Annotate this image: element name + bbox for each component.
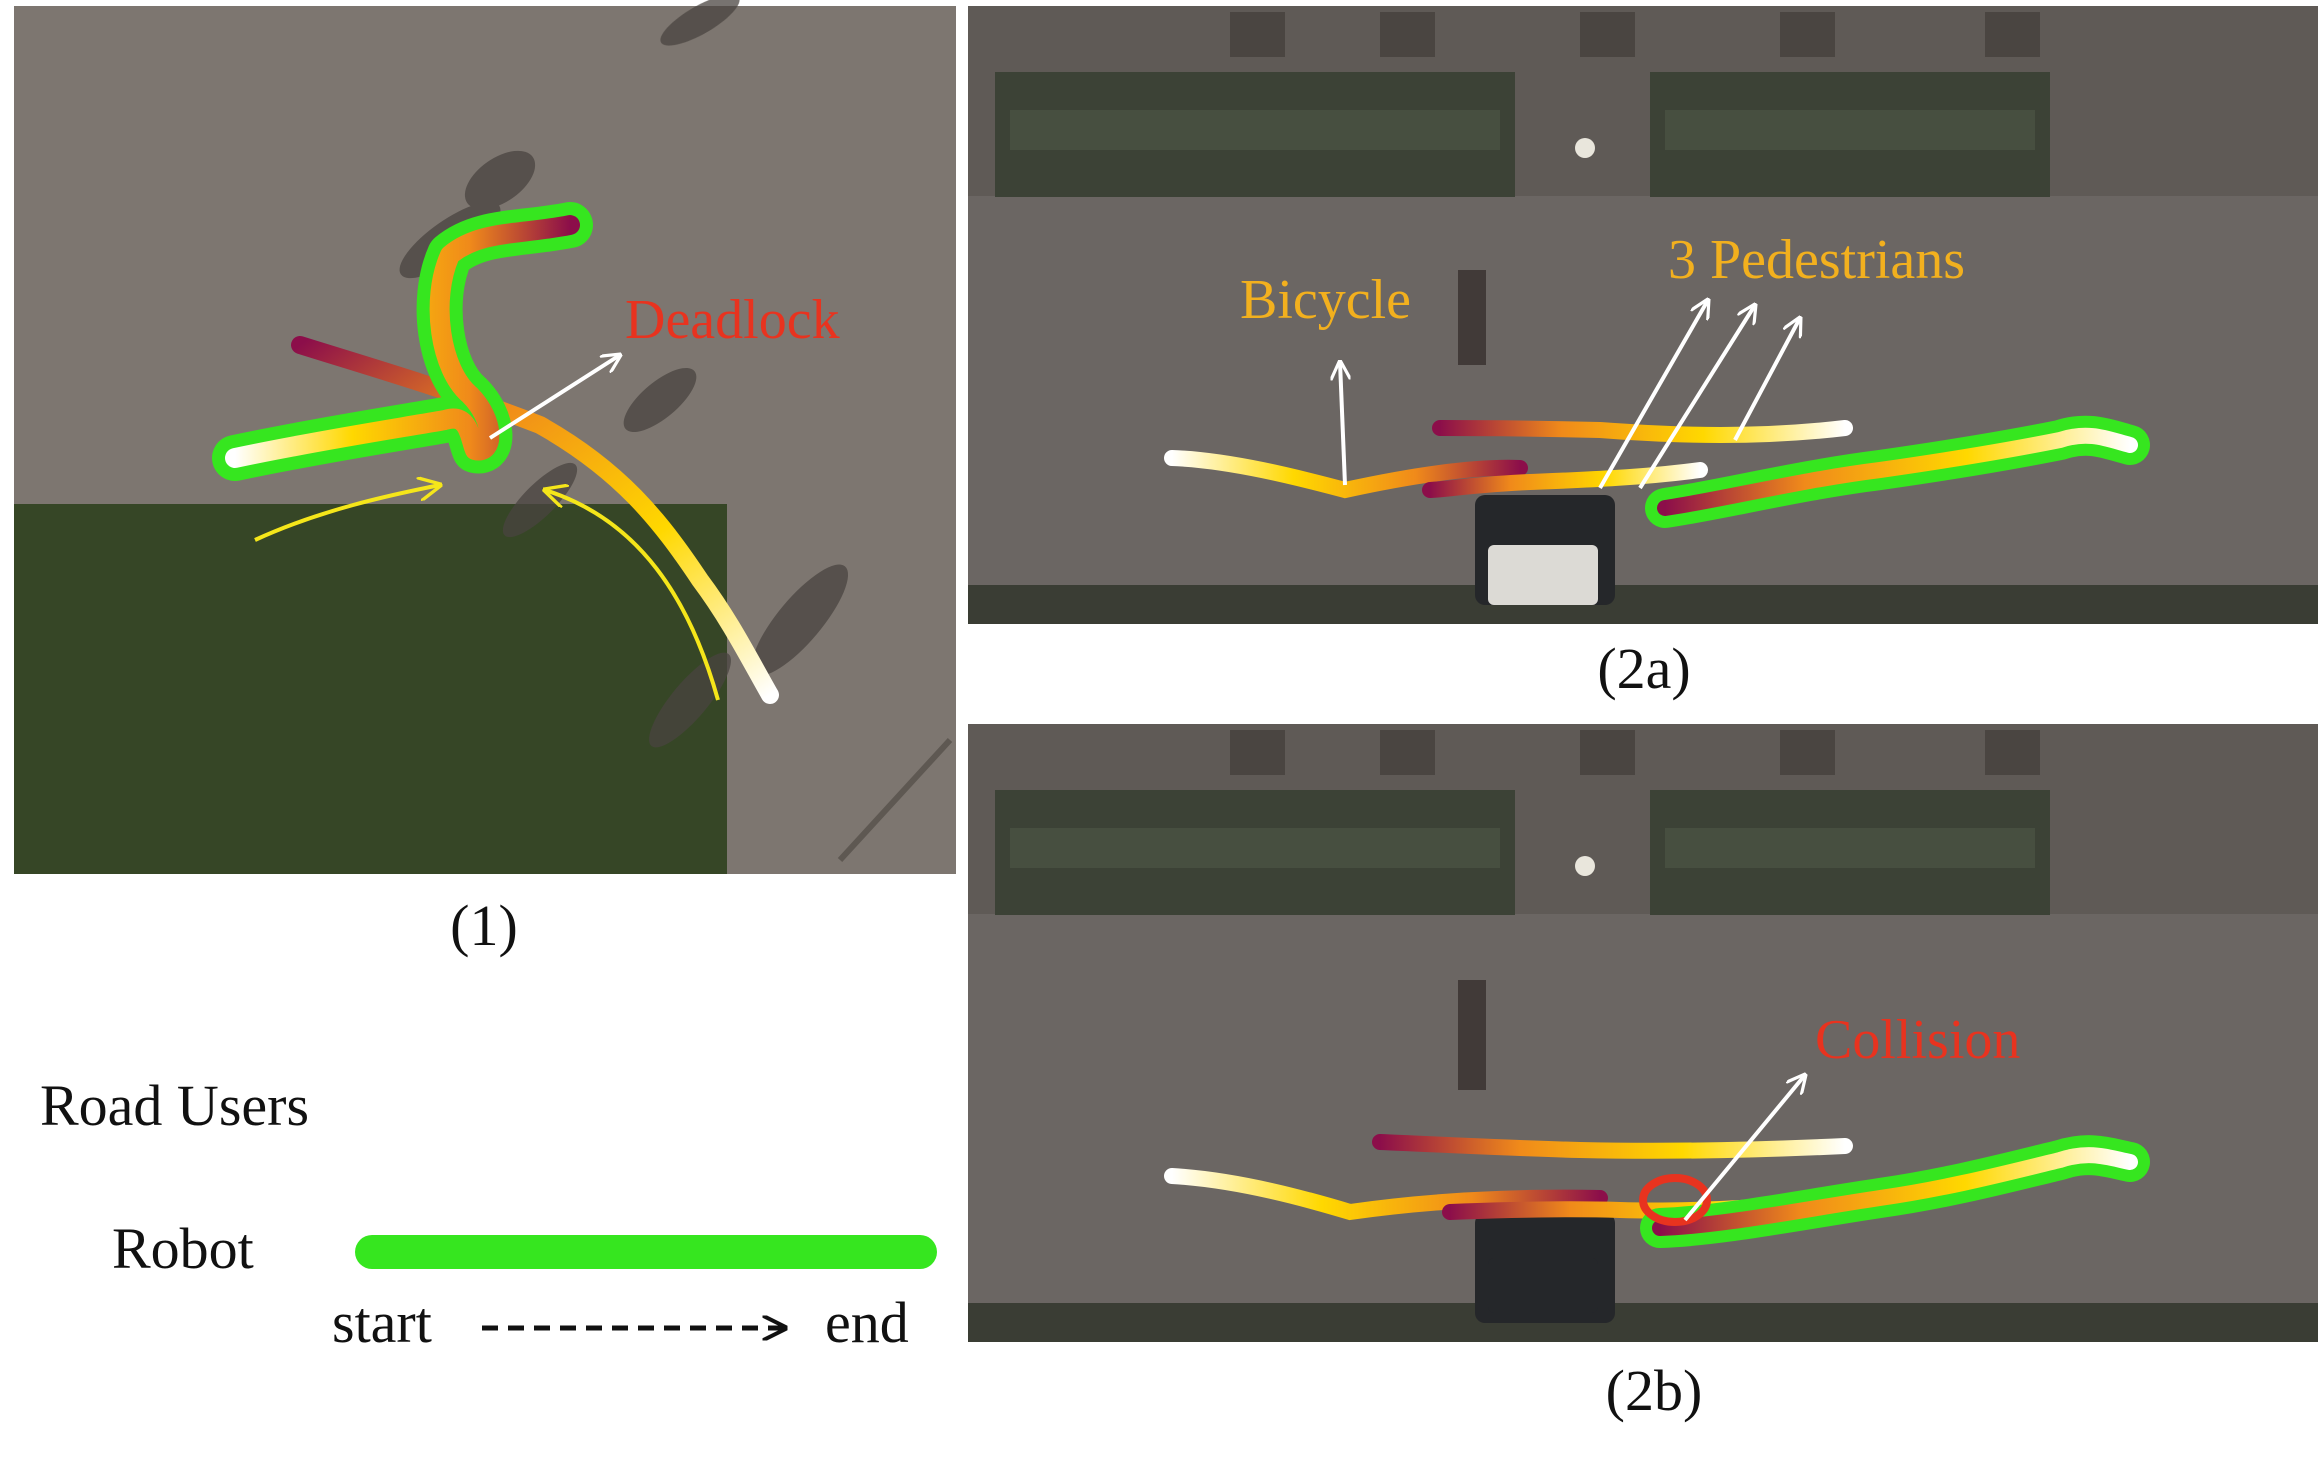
pedestrian-trajectory-1: [1372, 1134, 1853, 1159]
legend-start-label: start: [332, 1290, 432, 1355]
legend-road-users-label: Road Users: [40, 1073, 309, 1138]
pedestrian-arrow-3: [1733, 318, 1800, 441]
panel-2b-image: Collision: [968, 724, 2318, 1342]
deadlock-label: Deadlock: [625, 289, 840, 351]
collision-label: Collision: [1815, 1009, 2020, 1071]
yellow-arrow-left: [254, 485, 440, 542]
collision-arrow: [1683, 1075, 1805, 1222]
yellow-arrow-right: [545, 490, 720, 701]
pedestrian-arrow-2: [1638, 305, 1755, 490]
panel-1-caption: (1): [450, 893, 518, 958]
legend: Road Users Robot start end: [40, 1073, 937, 1355]
pedestrian-arrow-1: [1598, 300, 1708, 489]
panel-2a-image: Bicycle 3 Pedestrians: [968, 6, 2318, 624]
bicycle-trajectory: [1164, 1168, 1608, 1221]
robot-trajectory: [1652, 1147, 2138, 1236]
collision-marker: [1639, 1174, 1711, 1226]
pedestrian-trajectory-2: [1422, 462, 1708, 498]
pedestrians-label: 3 Pedestrians: [1668, 229, 1965, 291]
panel-2b-caption: (2b): [1606, 1358, 1703, 1423]
robot-trajectory: [225, 215, 580, 468]
road-user-trajectory: [291, 336, 779, 704]
legend-end-label: end: [825, 1290, 909, 1355]
pedestrian-trajectory-1: [1432, 420, 1853, 443]
panel-2a-caption: (2a): [1597, 636, 1690, 701]
bicycle-arrow: [1340, 362, 1345, 486]
deadlock-arrow: [488, 355, 620, 440]
panel-1-image: Deadlock: [14, 0, 956, 874]
legend-robot-label: Robot: [112, 1216, 254, 1281]
robot-trajectory: [1657, 427, 2138, 516]
bicycle-trajectory: [1164, 450, 1528, 499]
bicycle-label: Bicycle: [1240, 269, 1411, 331]
